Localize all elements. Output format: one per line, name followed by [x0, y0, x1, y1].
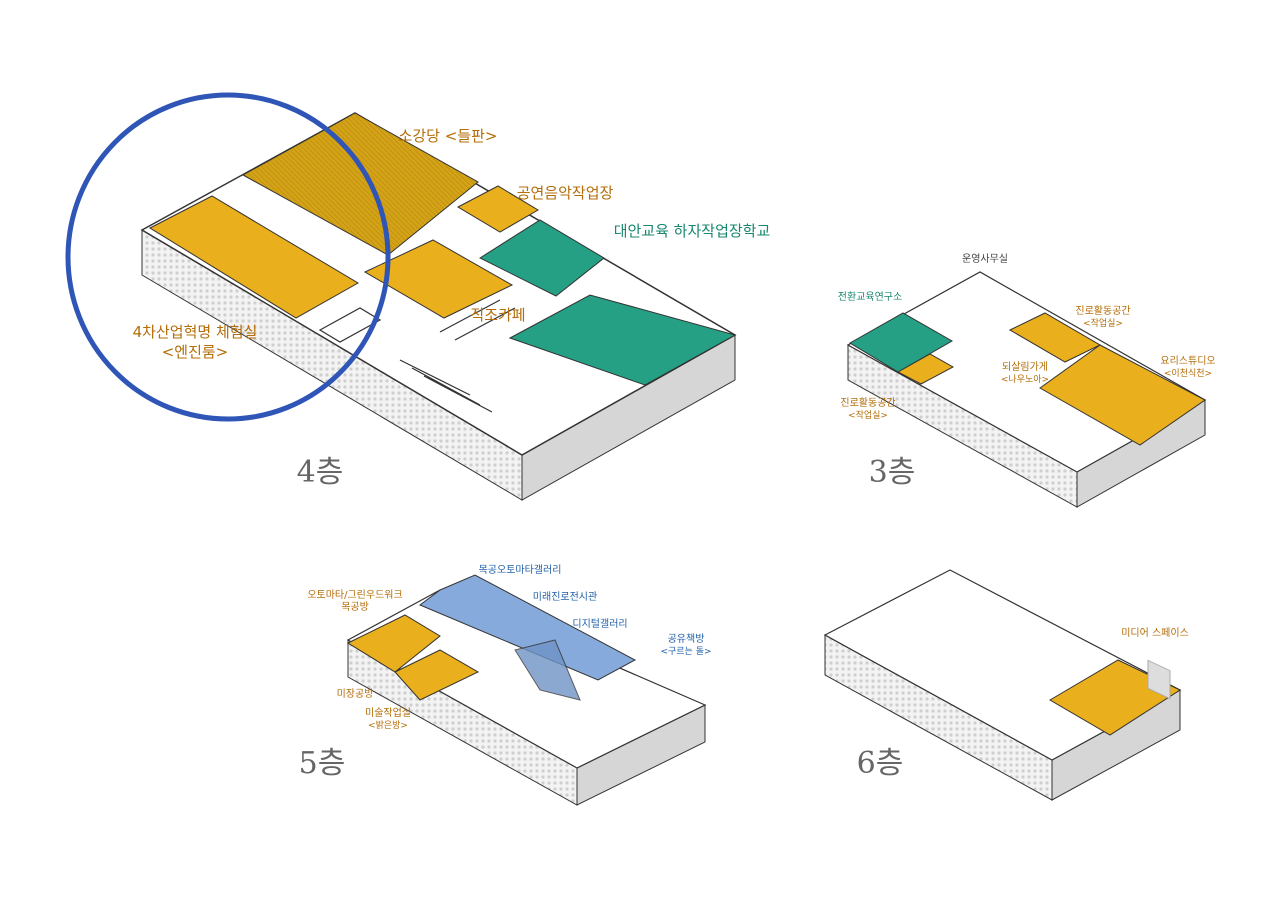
label-cafe: 직조카페 [470, 306, 525, 324]
label-bookshop-2: <구르는 돌> [660, 646, 711, 657]
label-automata-gallery: 목공오토마타갤러리 [479, 564, 562, 576]
floor-4-plan: 소강당 <들판> 공연음악작업장 대안교육 하자작업장학교 직조카페 4차산업혁… [65, 92, 771, 501]
label-auditorium: 소강당 <들판> [399, 127, 498, 145]
floor-4-highlight-circle [65, 92, 391, 422]
label-bookshop-1: 공유책방 [668, 633, 705, 645]
floor-3-plan: 운영사무실 전환교육연구소 진로활동공간 <작업실> 되살림가게 <나우노아> … [838, 253, 1216, 508]
label-art-1: 미술작업실 [365, 706, 411, 719]
room-engine-room [148, 195, 359, 319]
label-research: 전환교육연구소 [838, 291, 902, 303]
room-music [456, 185, 539, 233]
label-career-b-1: 진로활동공간 [1075, 304, 1130, 317]
label-engine-room-2: <엔진룸> [162, 343, 229, 361]
label-kitchen-2: <이천식천> [1164, 368, 1212, 379]
floor-5-plan: 목공오토마타갤러리 미래진로전시관 디지털갤러리 오토마타/그린우드워크 목공방… [299, 564, 712, 806]
floor-label-5: 5층 [299, 746, 346, 781]
floor-6-plan: 미디어 스페이스 6층 [823, 569, 1189, 801]
room-woodshop [346, 614, 441, 673]
label-career-a-2: <작업실> [848, 410, 888, 421]
label-music: 공연음악작업장 [517, 184, 614, 202]
label-media-space: 미디어 스페이스 [1121, 627, 1189, 639]
label-decor: 미장공방 [337, 688, 374, 700]
room-automata-gallery [419, 574, 637, 681]
room-auditorium [241, 112, 479, 256]
media-screen [1147, 659, 1171, 700]
label-digital-gallery: 디지털갤러리 [572, 618, 627, 630]
floor-label-3: 3층 [869, 455, 916, 490]
label-office: 운영사무실 [962, 253, 1008, 265]
label-wood-1: 오토마타/그린우드워크 [307, 588, 402, 601]
floor-label-6: 6층 [857, 746, 904, 781]
room-cafe [363, 239, 514, 319]
label-kitchen-1: 요리스튜디오 [1160, 355, 1215, 367]
room-career-a [896, 353, 955, 385]
label-engine-room-1: 4차산업혁명 체험실 [133, 323, 258, 341]
label-art-2: <밝은방> [368, 720, 408, 731]
room-digital-gallery [514, 639, 581, 701]
label-store-2: <나우노아> [1001, 374, 1049, 385]
room-research [849, 312, 954, 373]
label-career-b-2: <작업실> [1083, 318, 1123, 329]
floor-4-stairs [318, 299, 516, 413]
label-school: 대안교육 하자작업장학교 [614, 222, 771, 240]
floor-label-4: 4층 [297, 455, 344, 490]
label-career-a-1: 진로활동공간 [840, 396, 895, 409]
label-future-hall: 미래진로전시관 [533, 591, 597, 603]
room-school-upper [478, 219, 605, 297]
room-school-lower [508, 294, 737, 386]
room-art [394, 649, 480, 701]
label-wood-2: 목공방 [341, 601, 369, 613]
label-store-1: 되살림가게 [1002, 361, 1048, 373]
room-kitchen [1039, 344, 1206, 446]
